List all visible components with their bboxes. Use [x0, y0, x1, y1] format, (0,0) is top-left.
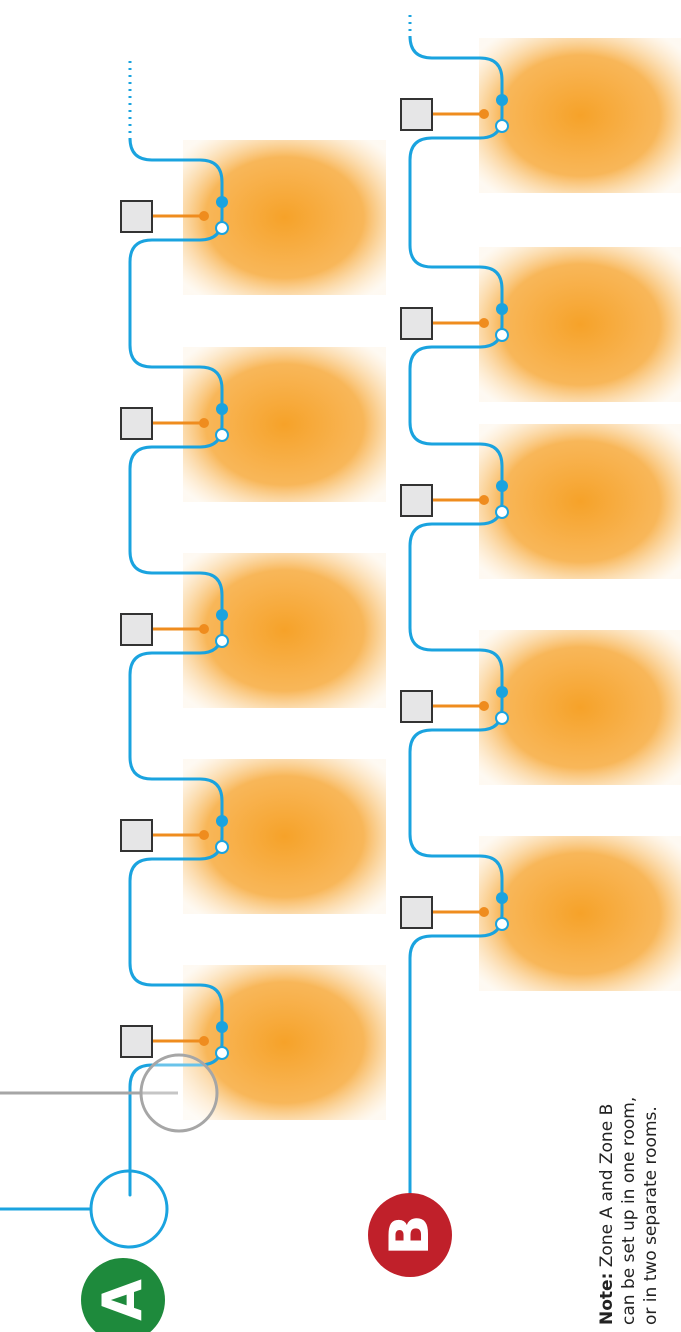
zone-a-control-box-2	[120, 407, 153, 440]
zone-a-supply-dot-2	[216, 403, 228, 415]
zone-a-return-dot-1	[215, 221, 229, 235]
zone-a-link-dot-5	[199, 1036, 209, 1046]
zone-b-control-box-5	[400, 896, 433, 929]
devices-layer	[120, 94, 509, 1060]
zone-b-link-dot-4	[479, 701, 489, 711]
zone-note: Note: Zone A and Zone B can be set up in…	[596, 1025, 662, 1325]
zone-b-heater-1	[479, 38, 681, 193]
note-line-3: or in two separate rooms.	[641, 1106, 661, 1325]
zone-b-control-box-4	[400, 690, 433, 723]
zone-b-supply-dot-5	[496, 892, 508, 904]
zone-b-return-dot-5	[495, 917, 509, 931]
zone-a-control-box-4	[120, 819, 153, 852]
zone-b-supply-dot-2	[496, 303, 508, 315]
zone-a-supply-dot-5	[216, 1021, 228, 1033]
zone-b-return-dot-3	[495, 505, 509, 519]
badges-layer: AB	[81, 1193, 452, 1332]
zone-a-link-dot-3	[199, 624, 209, 634]
callouts-layer	[0, 1053, 219, 1249]
zone-b-badge-label: B	[378, 1214, 441, 1255]
zone-a-return-dot-2	[215, 428, 229, 442]
zone-a-control-box-5	[120, 1025, 153, 1058]
zone-b-control-box-3	[400, 484, 433, 517]
zone-a-pipe-callout-circle	[89, 1169, 169, 1249]
zone-b-link-dot-5	[479, 907, 489, 917]
zone-b-control-box-2	[400, 307, 433, 340]
zone-b-supply-dot-1	[496, 94, 508, 106]
heaters-layer	[183, 38, 681, 1120]
zone-b-return-dot-2	[495, 328, 509, 342]
zone-b-return-dot-4	[495, 711, 509, 725]
note-line-2: can be set up in one room,	[619, 1096, 639, 1325]
zone-b-supply-dot-3	[496, 480, 508, 492]
zone-b-badge	[368, 1193, 452, 1277]
zone-a-control-box-1	[120, 200, 153, 233]
zone-a-link-dot-2	[199, 418, 209, 428]
zone-b-pipe	[408, 35, 504, 1202]
zone-a-return-dot-3	[215, 634, 229, 648]
zone-b-link-dot-2	[479, 318, 489, 328]
zone-a-control-box-3	[120, 613, 153, 646]
zone-a-badge-label: A	[91, 1279, 154, 1321]
zone-b-heater-4	[479, 630, 681, 785]
zone-a-return-dot-5	[215, 1046, 229, 1060]
note-bold-label: Note:	[597, 1272, 617, 1325]
zone-b-heater-3	[479, 424, 681, 579]
zone-a-return-dot-4	[215, 840, 229, 854]
zone-a-supply-dot-4	[216, 815, 228, 827]
zone-b-control-box-1	[400, 98, 433, 131]
zone-a-supply-dot-3	[216, 609, 228, 621]
zone-a-device-callout-circle	[139, 1053, 219, 1133]
zone-b-link-dot-3	[479, 495, 489, 505]
zone-b-return-dot-1	[495, 119, 509, 133]
zone-a-badge	[81, 1258, 165, 1332]
note-line-1: Zone A and Zone B	[597, 1103, 617, 1273]
zone-b-supply-dot-4	[496, 686, 508, 698]
zone-a-link-dot-4	[199, 830, 209, 840]
zone-b-heater-2	[479, 247, 681, 402]
zone-b-heater-5	[479, 836, 681, 991]
zone-a-supply-dot-1	[216, 196, 228, 208]
zone-b-link-dot-1	[479, 109, 489, 119]
zone-a-link-dot-1	[199, 211, 209, 221]
